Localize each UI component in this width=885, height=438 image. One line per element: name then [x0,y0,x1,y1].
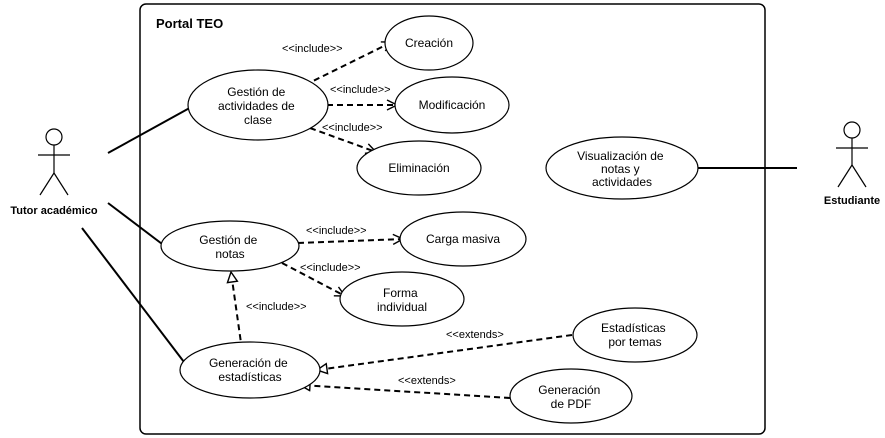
svg-text:Gestión de actividades d: Gestión de actividades de clase [218,85,298,127]
include-creacion [304,41,392,86]
include-label-forma-individual: <<include>> [300,262,361,274]
include-gestion-notas [231,272,243,351]
extends-estadisticas-temas [317,334,573,370]
svg-text:Forma individual: Forma individual [377,286,427,314]
include-label-gestion-notas: <<include>> [246,301,307,313]
assoc-tutor-generacion-estadisticas [81,227,185,363]
include-eliminacion [309,127,376,152]
use-case-eliminacion: Eliminación [356,140,482,196]
use-case-modificacion: Modificación [394,76,510,134]
use-case-forma-individual: Forma individual [339,271,465,327]
use-case-visualizacion: Visualización de notas y actividades [545,136,699,200]
student-head [843,121,861,139]
svg-text:Gestión de notas: Gestión de notas [199,233,260,261]
svg-text:Creación: Creación [405,36,453,50]
svg-text:Generación de PDF: Generación de PDF [538,383,603,411]
extends-generacion-pdf [300,385,511,399]
tutor-actor: Tutor académico [10,128,98,217]
include-label-creacion: <<include>> [282,43,343,55]
system-title: Portal TEO [156,16,223,31]
include-forma-individual [281,262,345,297]
svg-text:Generación de estadístic: Generación de estadísticas [209,356,291,384]
use-case-gestion-actividades: Gestión de actividades de clase [187,69,329,141]
include-label-modificacion: <<include>> [330,84,391,96]
assoc-tutor-gestion-notas [107,202,171,251]
use-case-generacion-estadisticas: Generación de estadísticas [179,341,321,399]
tutor-label: Tutor académico [10,205,97,217]
student-label: Estudiante [824,195,880,207]
extends-label-generacion-pdf: <<extends> [398,375,456,387]
student-actor: Estudiante [824,121,880,207]
svg-text:Estadísticas por temas: Estadísticas por temas [601,321,669,349]
assoc-tutor-gestion-actividades [107,104,196,154]
use-case-gestion-notas: Gestión de notas [160,220,300,272]
include-label-carga-masiva: <<include>> [306,225,367,237]
use-case-carga-masiva: Carga masiva [399,211,527,267]
svg-text:Carga masiva: Carga masiva [426,232,500,246]
svg-text:Modificación: Modificación [419,98,486,112]
tutor-head [45,128,63,146]
use-case-generacion-pdf: Generación de PDF [509,368,633,424]
include-label-eliminacion: <<include>> [322,122,383,134]
svg-text:Visualización de notas y: Visualización de notas y actividades [577,149,667,189]
svg-text:Eliminación: Eliminación [388,161,449,175]
use-case-creacion: Creación [384,15,474,71]
include-carga-masiva [297,239,403,243]
extends-label-estadisticas-temas: <<extends> [446,329,504,341]
use-case-estadisticas-temas: Estadísticas por temas [572,307,698,363]
